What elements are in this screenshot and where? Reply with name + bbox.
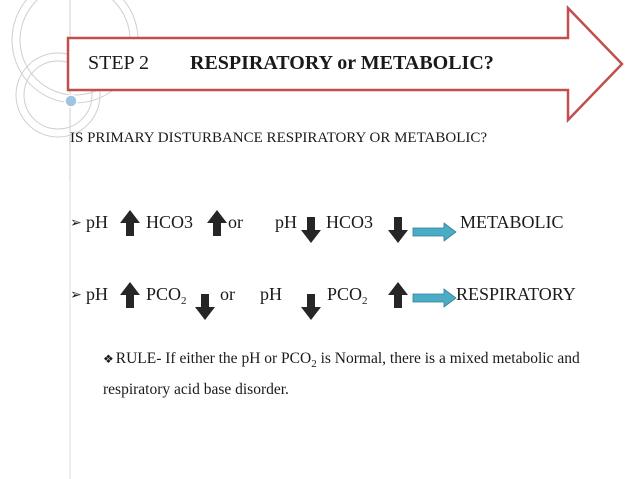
bullet-icon: ➢: [70, 288, 82, 303]
metabolic-result: METABOLIC: [460, 212, 564, 232]
right-arrow-icon: [412, 222, 457, 242]
right-arrow-icon: [412, 288, 457, 308]
pco2-label: PCO2: [327, 284, 368, 307]
ph-label: pH: [86, 284, 108, 304]
ph-label: pH: [86, 212, 108, 232]
respiratory-result: RESPIRATORY: [456, 284, 576, 304]
up-arrow-icon: [120, 210, 140, 236]
up-arrow-icon: [120, 282, 140, 308]
ph-label: pH: [275, 212, 297, 232]
down-arrow-icon: [388, 217, 408, 243]
page-title: RESPIRATORY or METABOLIC?: [190, 52, 494, 74]
diamond-bullet-icon: ❖: [103, 352, 114, 366]
hco3-label: HCO3: [146, 212, 194, 232]
question-text: IS PRIMARY DISTURBANCE RESPIRATORY OR ME…: [70, 130, 488, 146]
down-arrow-icon: [301, 294, 321, 320]
decorative-dot: [64, 94, 78, 108]
up-arrow-icon: [207, 210, 227, 236]
pco2-label: PCO2: [146, 284, 187, 307]
step-label: STEP 2: [88, 52, 149, 74]
ph-label: pH: [260, 284, 282, 304]
or-label: or: [220, 284, 235, 304]
rule-note: ❖RULE- If either the pH or PCO2 is Norma…: [103, 350, 580, 398]
down-arrow-icon: [301, 217, 321, 243]
hco3-label: HCO3: [326, 212, 374, 232]
or-label: or: [228, 212, 243, 232]
down-arrow-icon: [195, 294, 215, 320]
bullet-icon: ➢: [70, 216, 82, 231]
up-arrow-icon: [388, 282, 408, 308]
